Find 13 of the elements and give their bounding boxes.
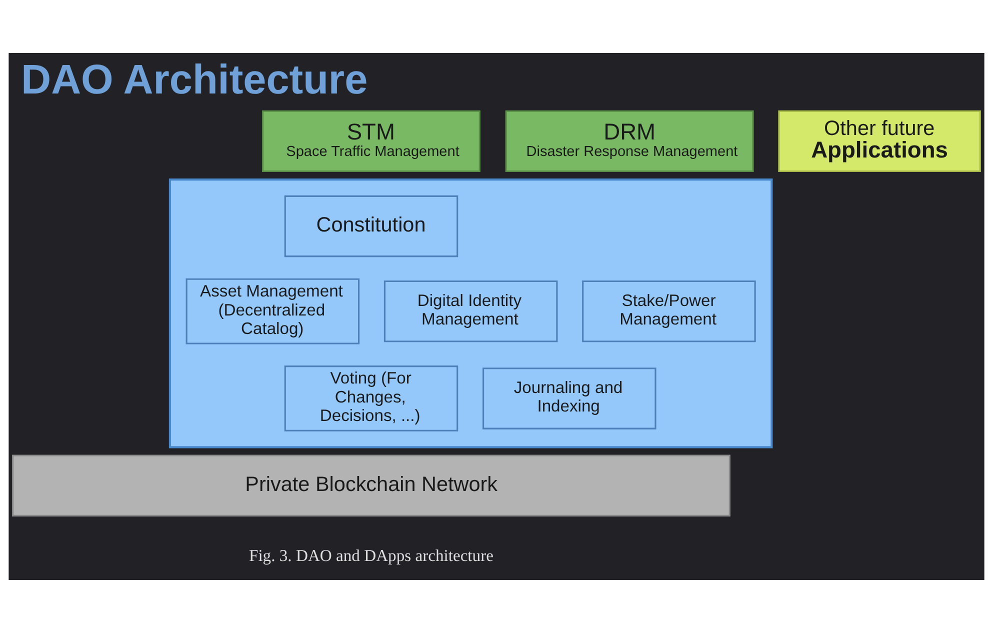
node-box: Private Blockchain Network bbox=[12, 454, 730, 516]
node-box: Digital Identity Management bbox=[384, 280, 558, 342]
node-box: Other future Applications bbox=[778, 110, 981, 172]
cluster bbox=[168, 178, 773, 448]
node-box: Constitution bbox=[284, 195, 458, 258]
node-box: DRM Disaster Response Management bbox=[505, 110, 754, 172]
node-box: Stake/Power Management bbox=[582, 280, 756, 342]
node-box: Asset Management (Decentralized Catalog) bbox=[186, 278, 360, 344]
diagram-title: DAO Architecture bbox=[21, 55, 368, 102]
node-box: Voting (For Changes, Decisions, ...) bbox=[284, 366, 458, 432]
node-box: STM Space Traffic Management bbox=[262, 110, 480, 172]
node-box: Journaling and Indexing bbox=[482, 368, 656, 430]
caption: Fig. 3. DAO and DApps architecture bbox=[248, 546, 494, 566]
